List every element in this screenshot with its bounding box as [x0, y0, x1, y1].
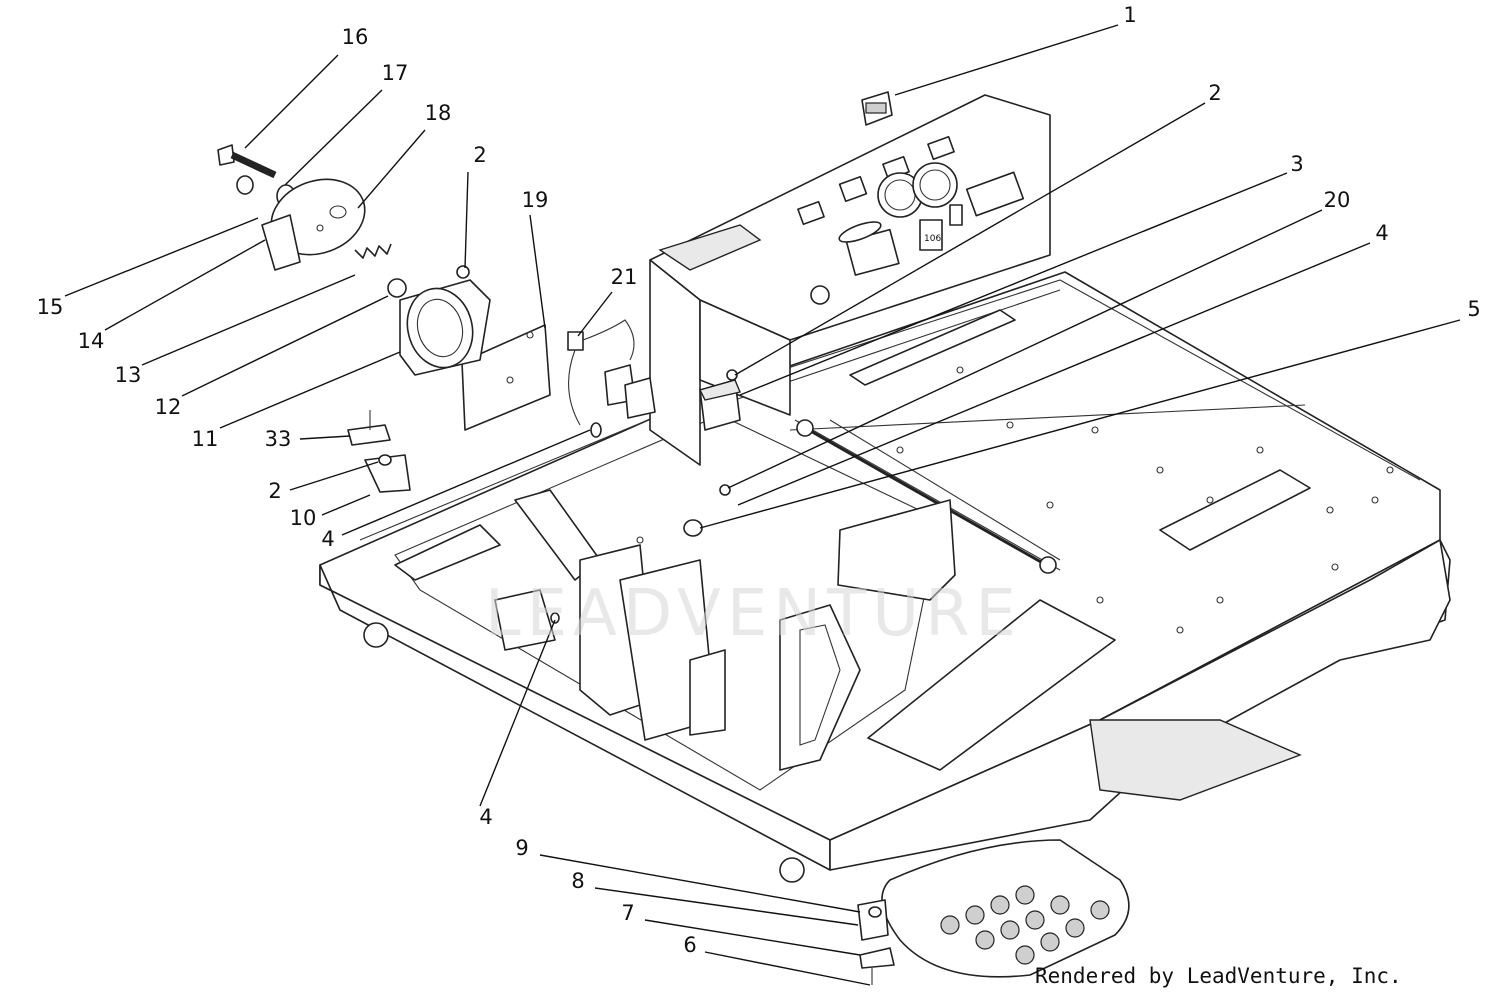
callout-4: 4 [1375, 221, 1388, 245]
callout-4: 4 [321, 527, 334, 551]
callout-3: 3 [1290, 152, 1303, 176]
callout-18: 18 [425, 101, 452, 125]
callout-16: 16 [342, 25, 369, 49]
watermark: LEADVENTURE [485, 577, 1022, 651]
rocker-switch [861, 91, 893, 126]
callout-19: 19 [522, 188, 549, 212]
svg-text:106: 106 [924, 234, 941, 244]
callout-12: 12 [155, 395, 182, 419]
relay-left [604, 364, 656, 419]
callout-2: 2 [473, 143, 486, 167]
switch-bracket [347, 410, 411, 493]
callout-7: 7 [621, 901, 634, 925]
leader-lines [64, 24, 1461, 986]
callout-11: 11 [192, 427, 219, 451]
callout-17: 17 [382, 61, 409, 85]
wire-harness [567, 319, 635, 426]
callout-5: 5 [1467, 297, 1480, 321]
chassis [319, 271, 1451, 978]
callout-14: 14 [78, 329, 105, 353]
callout-33: 33 [265, 427, 292, 451]
callout-9: 9 [515, 836, 528, 860]
callout-8: 8 [571, 869, 584, 893]
callout-6: 6 [683, 933, 696, 957]
fasteners [550, 369, 738, 624]
callout-21: 21 [611, 265, 638, 289]
dash-console: 106 [649, 94, 1051, 466]
bolt-holes [636, 366, 1394, 634]
callout-15: 15 [37, 295, 64, 319]
callout-13: 13 [115, 363, 142, 387]
horn-assembly [217, 144, 491, 376]
mounting-plate [461, 324, 551, 431]
callout-4: 4 [479, 805, 492, 829]
callout-1: 1 [1123, 3, 1136, 27]
relay-right [698, 379, 741, 431]
callout-10: 10 [290, 506, 317, 530]
footrest-holes [940, 885, 1110, 965]
callout-2: 2 [1208, 81, 1221, 105]
callout-2: 2 [268, 479, 281, 503]
credit-text: Rendered by LeadVenture, Inc. [1035, 964, 1402, 988]
lower-hinge [857, 899, 895, 985]
callout-20: 20 [1324, 188, 1351, 212]
